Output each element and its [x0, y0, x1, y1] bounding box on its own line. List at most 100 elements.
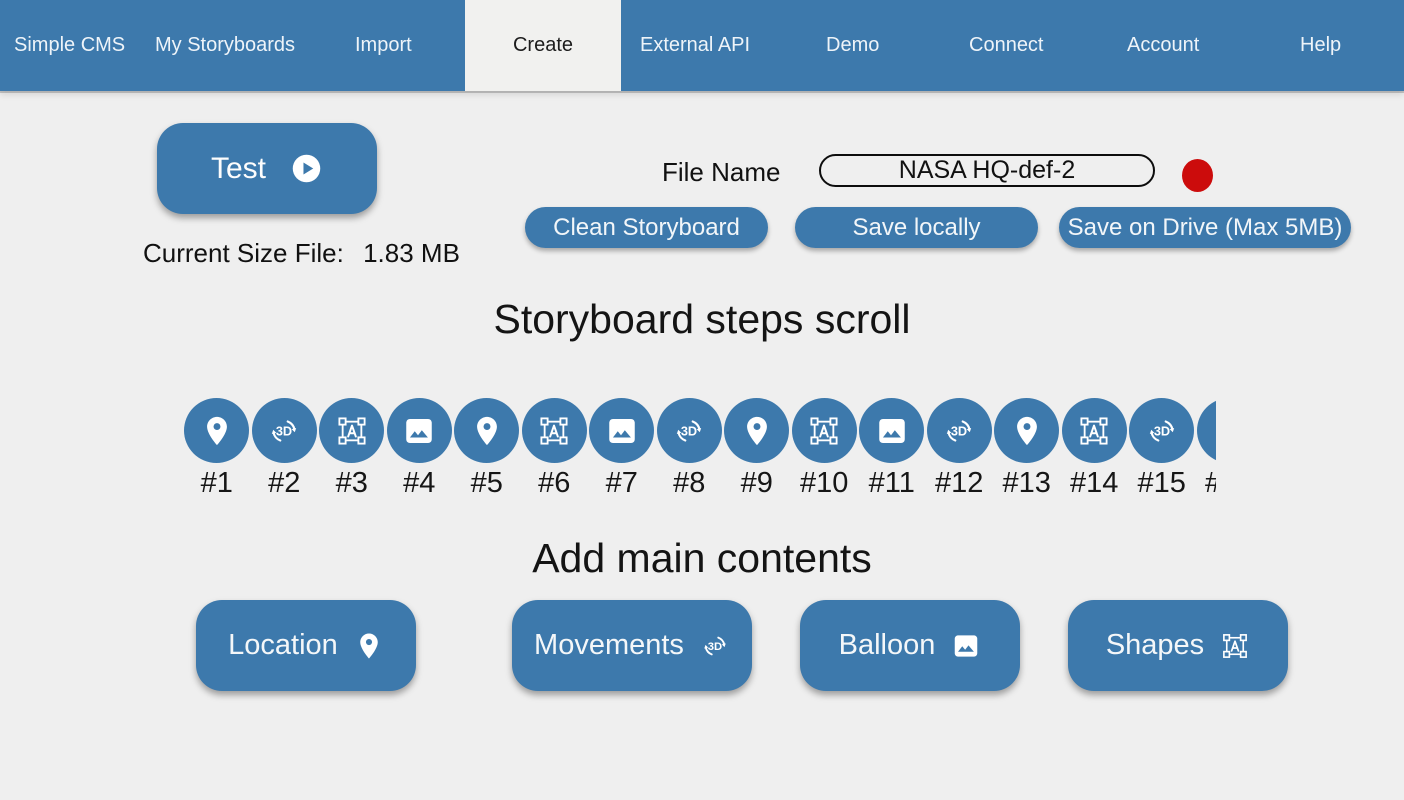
storyboard-step[interactable]: #16	[1196, 398, 1216, 498]
storyboard-step[interactable]: 3D #12	[926, 398, 994, 498]
nav-item-account[interactable]: Account	[1127, 0, 1199, 91]
storyboard-step[interactable]: #6	[521, 398, 589, 498]
step-label: #11	[868, 467, 915, 498]
contents-section-title: Add main contents	[532, 535, 872, 581]
step-circle: 3D	[926, 398, 992, 463]
nav-item-import[interactable]: Import	[355, 0, 412, 91]
svg-text:3D: 3D	[951, 423, 967, 438]
image-icon	[605, 414, 639, 448]
nav-item-label: Help	[1300, 34, 1342, 56]
shapes-icon	[1077, 414, 1111, 448]
storyboard-step[interactable]: #13	[993, 398, 1061, 498]
step-label: #13	[1002, 467, 1051, 498]
svg-text:3D: 3D	[708, 641, 722, 653]
nav-item-external-api[interactable]: External API	[640, 0, 750, 91]
step-label: #7	[605, 467, 638, 498]
add-movements-button[interactable]: Movements 3D	[512, 600, 752, 691]
storyboard-step[interactable]: #11	[858, 398, 926, 498]
location-icon	[470, 414, 504, 448]
nav-item-connect[interactable]: Connect	[969, 0, 1044, 91]
add-balloon-button[interactable]: Balloon	[800, 600, 1020, 691]
shapes-icon	[537, 414, 571, 448]
image-icon	[875, 414, 909, 448]
step-circle	[859, 398, 925, 463]
button-label: Location	[228, 629, 338, 661]
current-size-label: Current Size File:	[143, 238, 344, 268]
nav-item-label: Create	[512, 34, 574, 56]
step-circle	[1196, 398, 1216, 463]
step-circle	[521, 398, 587, 463]
step-circle	[724, 398, 790, 463]
step-circle	[1061, 398, 1127, 463]
3d-rotation-icon: 3D	[672, 414, 706, 448]
current-size-text: Current Size File: 1.83 MB	[143, 238, 460, 269]
step-circle	[184, 398, 250, 463]
play-circle-icon	[290, 152, 323, 185]
record-indicator-icon	[1182, 159, 1213, 192]
step-circle	[994, 398, 1060, 463]
step-circle	[319, 398, 385, 463]
nav-item-simple-cms[interactable]: Simple CMS	[14, 0, 125, 91]
test-button[interactable]: Test	[157, 123, 377, 214]
current-size-value: 1.83 MB	[363, 238, 460, 268]
nav-item-demo[interactable]: Demo	[826, 0, 879, 91]
svg-text:3D: 3D	[1154, 423, 1170, 438]
file-name-input[interactable]	[819, 154, 1155, 187]
tab-create[interactable]: Create	[465, 0, 621, 91]
button-label: Movements	[534, 629, 684, 661]
step-label: #5	[470, 467, 503, 498]
button-label: Clean Storyboard	[553, 213, 740, 241]
shapes-icon	[807, 414, 841, 448]
location-icon	[1212, 414, 1216, 448]
clean-storyboard-button[interactable]: Clean Storyboard	[525, 207, 768, 248]
storyboard-step[interactable]: #9	[723, 398, 791, 498]
step-circle	[791, 398, 857, 463]
step-label: #8	[673, 467, 706, 498]
step-circle: 3D	[1129, 398, 1195, 463]
add-location-button[interactable]: Location	[196, 600, 416, 691]
nav-item-label: Import	[355, 34, 412, 56]
step-circle: 3D	[656, 398, 722, 463]
nav-item-my-storyboards[interactable]: My Storyboards	[155, 0, 295, 91]
storyboard-step[interactable]: #4	[386, 398, 454, 498]
add-shapes-button[interactable]: Shapes	[1068, 600, 1288, 691]
nav-item-help[interactable]: Help	[1300, 0, 1341, 91]
button-label: Save locally	[852, 213, 981, 241]
nav-item-label: My Storyboards	[155, 34, 296, 56]
test-button-label: Test	[210, 151, 267, 185]
storyboard-step[interactable]: #10	[791, 398, 859, 498]
app-navbar: Simple CMS My Storyboards Import Create Exte…	[0, 0, 1404, 91]
storyboard-step[interactable]: #5	[453, 398, 521, 498]
storyboard-step[interactable]: 3D#2	[251, 398, 319, 498]
nav-item-label: Account	[1127, 34, 1200, 56]
button-label: Shapes	[1105, 629, 1205, 661]
storyboard-step[interactable]: 3D #8	[656, 398, 724, 498]
save-on-drive-max-5mb-button[interactable]: Save on Drive (Max 5MB)	[1059, 207, 1351, 248]
step-label: #9	[740, 467, 773, 498]
storyboard-step[interactable]: #1	[183, 398, 251, 498]
3d-rotation-icon: 3D	[942, 414, 976, 448]
storyboard-step[interactable]: #7	[588, 398, 656, 498]
step-label: #15	[1137, 467, 1186, 498]
step-label: #1	[200, 467, 233, 498]
nav-item-label: Simple CMS	[14, 34, 126, 56]
step-label: #16	[1196, 467, 1216, 498]
shapes-icon	[335, 414, 369, 448]
save-locally-button[interactable]: Save locally	[795, 207, 1038, 248]
step-circle: 3D	[251, 398, 317, 463]
3d-rotation-icon: 3D	[1145, 414, 1179, 448]
file-name-label: File Name	[662, 157, 781, 187]
storyboard-step[interactable]: #3	[318, 398, 386, 498]
nav-item-label: Connect	[969, 34, 1044, 56]
image-icon	[951, 631, 981, 661]
step-label: #12	[935, 467, 984, 498]
nav-item-label: Demo	[826, 34, 880, 56]
storyboard-step[interactable]: #14	[1061, 398, 1129, 498]
svg-text:3D: 3D	[276, 423, 292, 438]
step-circle	[386, 398, 452, 463]
step-label: #4	[403, 467, 436, 498]
storyboard-step[interactable]: 3D #15	[1128, 398, 1196, 498]
steps-section-title: Storyboard steps scroll	[493, 296, 911, 342]
location-icon	[354, 631, 384, 661]
